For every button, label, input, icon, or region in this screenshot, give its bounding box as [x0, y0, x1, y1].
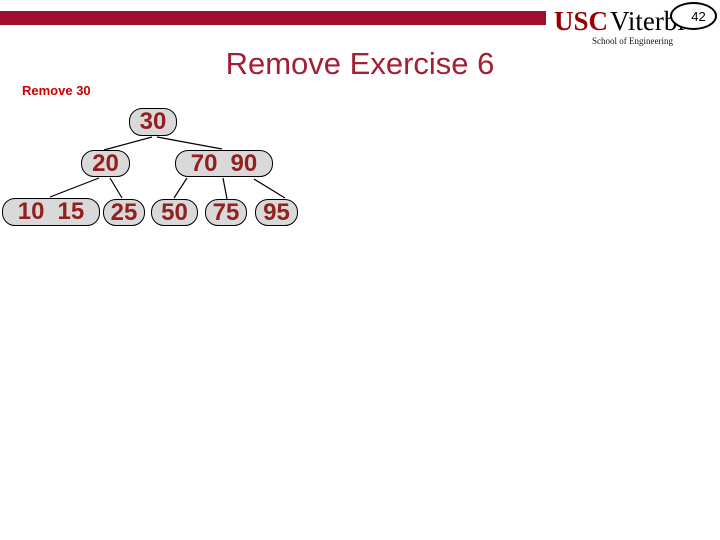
node-key: 70: [190, 149, 218, 177]
node-key: 15: [57, 198, 85, 225]
tree-node-30: 30: [129, 108, 177, 136]
tree-node-95: 95: [255, 199, 298, 226]
node-key: 30: [139, 108, 167, 135]
node-key: 10: [17, 198, 45, 225]
tree-node-10-15: 10 15: [2, 198, 100, 226]
remove-instruction-label: Remove 30: [22, 83, 91, 98]
tree-edge: [222, 177, 228, 200]
tree-edge: [173, 177, 188, 199]
tree-edge: [103, 136, 153, 151]
usc-viterbi-logo: USCViterbi: [554, 8, 685, 35]
tree-node-25: 25: [103, 199, 145, 226]
node-key: 75: [212, 198, 240, 226]
tree-node-50: 50: [151, 199, 198, 226]
page-number: 42: [691, 8, 706, 24]
tree-node-75: 75: [205, 199, 247, 226]
tree-edge: [109, 177, 123, 199]
logo-usc-text: USC: [554, 6, 609, 36]
page-number-badge: 42: [670, 2, 717, 30]
tree-node-20: 20: [81, 150, 130, 177]
node-key: 50: [161, 198, 188, 226]
node-key: 20: [92, 149, 119, 177]
slide-title: Remove Exercise 6: [225, 46, 495, 81]
tree-node-70-90: 70 90: [175, 150, 273, 177]
tree-edge: [156, 136, 223, 150]
tree-edge: [253, 178, 286, 199]
header-accent-bar: [0, 11, 546, 25]
node-key: 25: [110, 198, 138, 226]
tree-edge: [49, 177, 100, 198]
node-key: 95: [263, 198, 290, 226]
logo-school-text: School of Engineering: [592, 36, 673, 46]
node-key: 90: [230, 149, 258, 177]
